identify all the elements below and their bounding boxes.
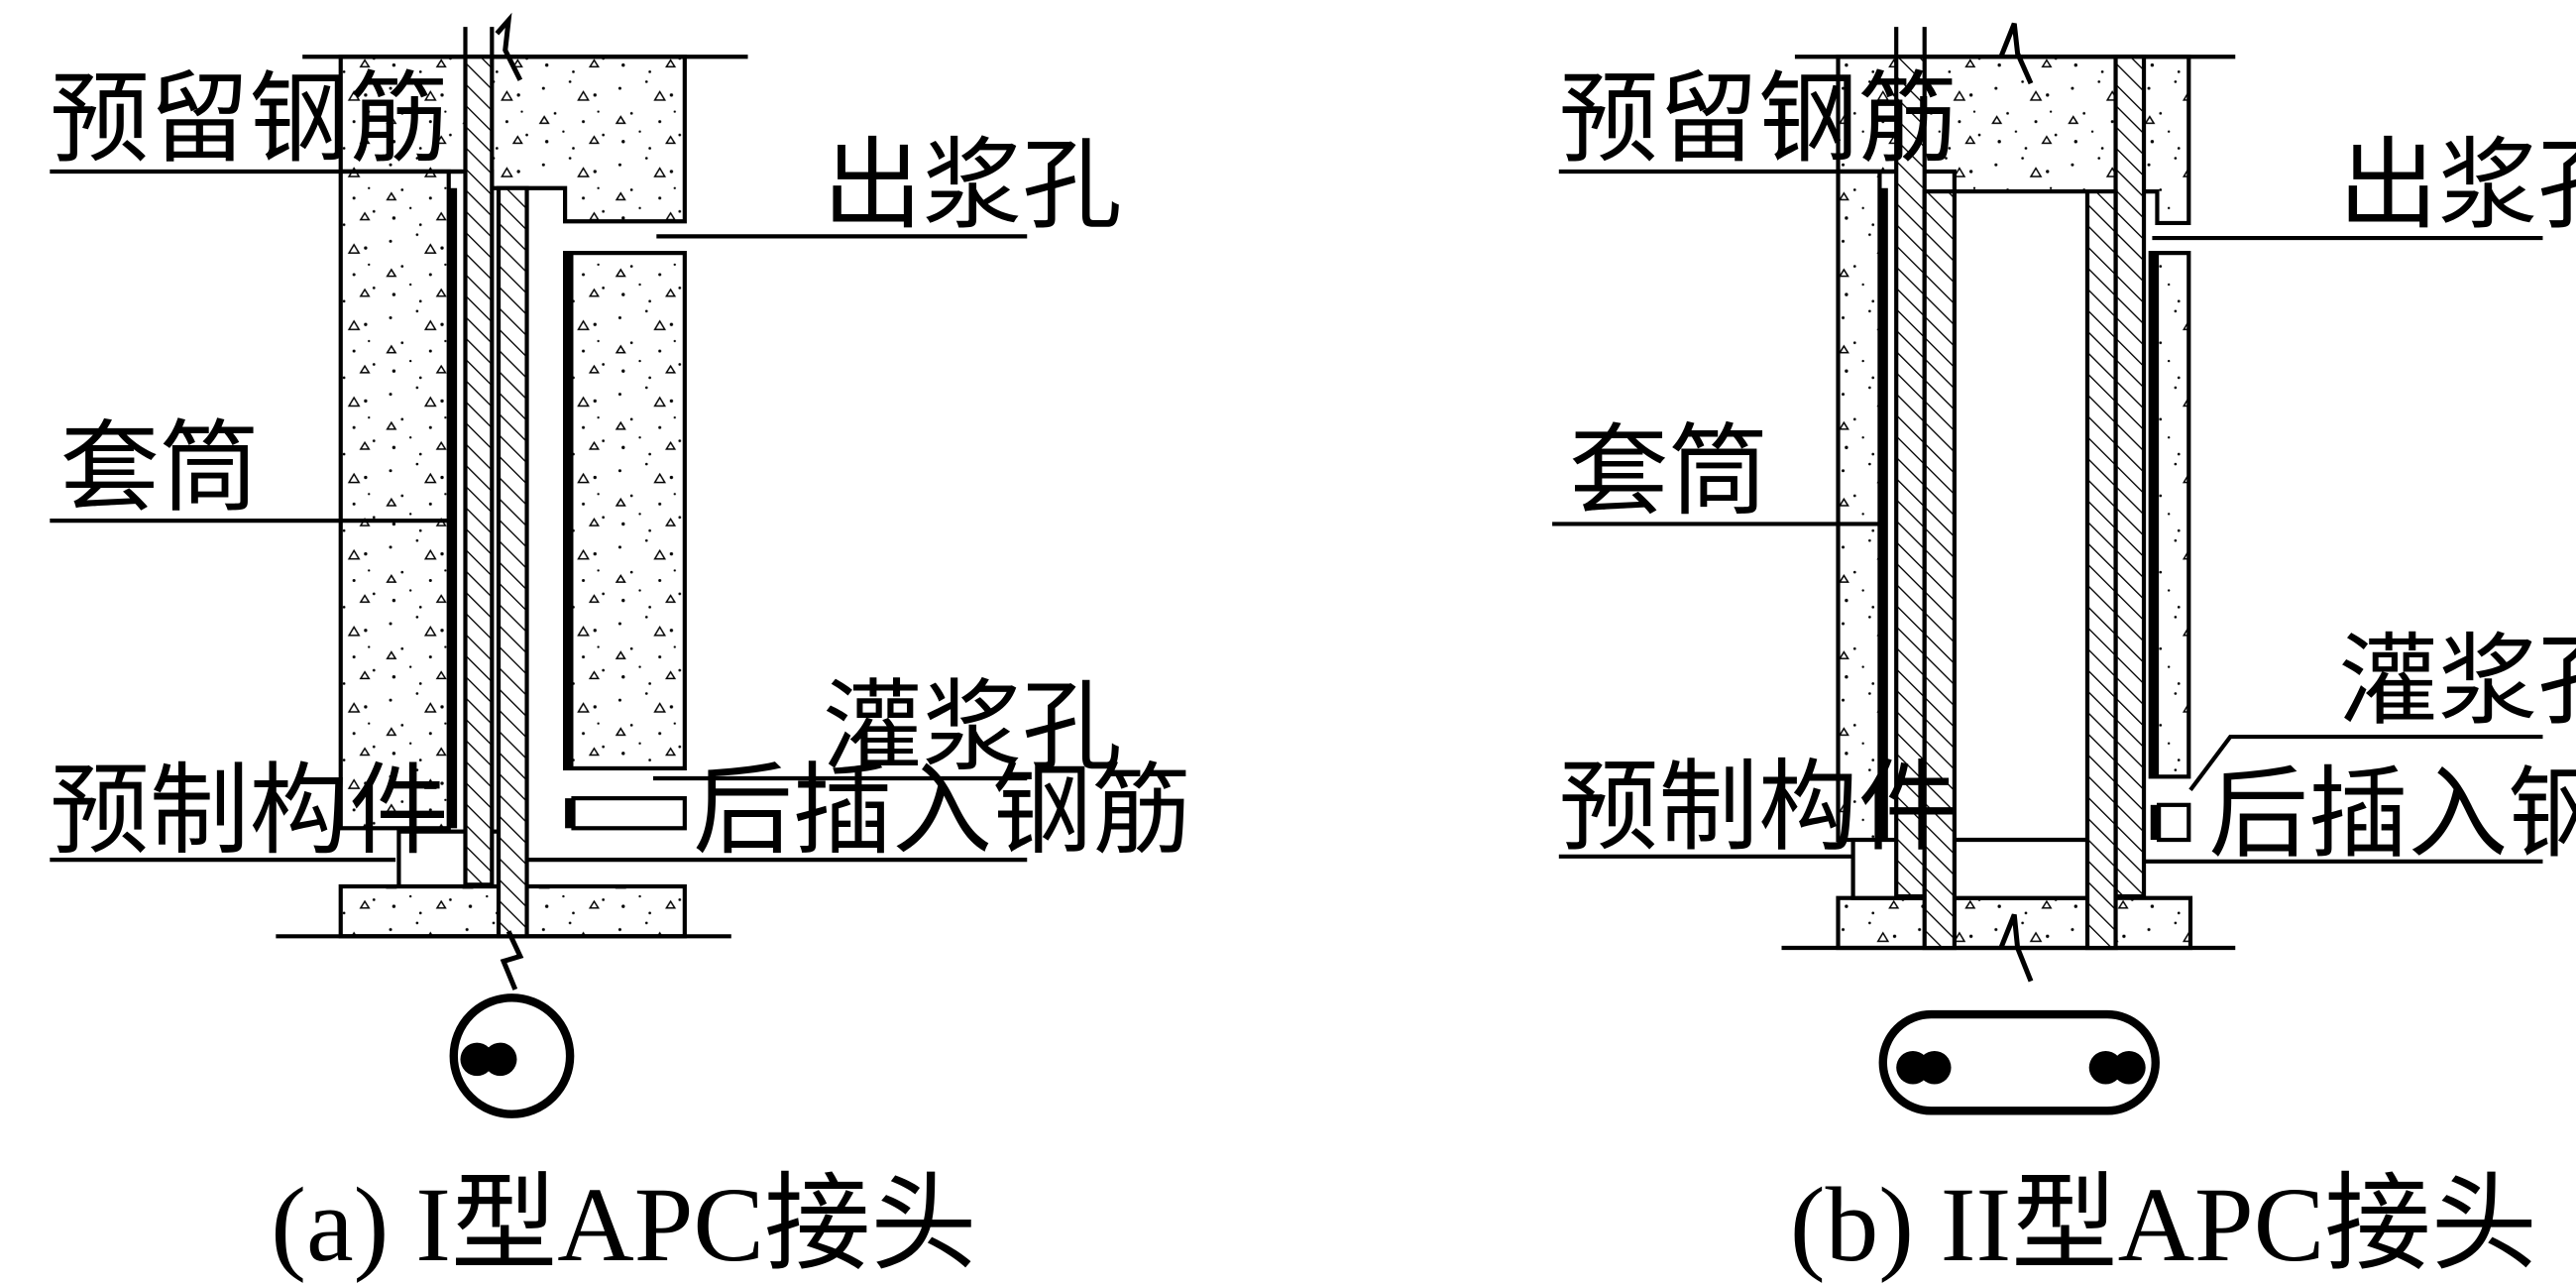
panel-b: 预留钢筋 出浆孔 套筒 灌浆孔 预制构件 后插入钢筋 (b) II型APC接头 <box>1552 22 2576 1284</box>
panel-a-sleeve <box>448 187 574 829</box>
panel-a: 预留钢筋 出浆孔 套筒 灌浆孔 预制构件 后插入钢筋 (a) I型APC接头 <box>50 12 1191 1284</box>
panel-b-section-symbol <box>1878 1009 2160 1115</box>
label-precast-member: 预制构件 <box>50 753 448 869</box>
panel-b-post-rebar <box>1922 188 2118 983</box>
caption-b: (b) II型APC接头 <box>1790 1166 2537 1284</box>
label-outlet-hole: 出浆孔 <box>823 128 1122 244</box>
panel-a-leaders <box>50 169 1028 863</box>
label-reserved-rebar: 预留钢筋 <box>50 61 448 177</box>
label-grout-hole: 灌浆孔 <box>823 669 1122 785</box>
label-reserved-rebar: 预留钢筋 <box>1559 61 1958 177</box>
panel-b-leaders <box>1552 169 2543 864</box>
label-precast-member: 预制构件 <box>1559 750 1958 866</box>
label-sleeve: 套筒 <box>1569 413 1768 529</box>
label-sleeve: 套筒 <box>59 410 259 526</box>
panel-a-section-symbol <box>449 993 575 1118</box>
panel-a-post-rebar <box>496 185 529 991</box>
panel-b-holes <box>2157 802 2191 843</box>
label-post-inserted-rebar: 后插入钢筋 <box>2208 756 2576 872</box>
panel-b-upper-member <box>1794 55 2236 843</box>
panel-a-reserved-rebar <box>463 12 523 887</box>
label-grout-hole: 灌浆孔 <box>2338 623 2576 739</box>
panel-b-sleeve <box>1879 187 2160 841</box>
panel-a-holes <box>571 796 687 831</box>
panel-a-upper-member <box>302 55 748 831</box>
label-post-inserted-rebar: 后插入钢筋 <box>693 753 1191 869</box>
caption-a: (a) I型APC接头 <box>271 1166 976 1284</box>
label-outlet-hole: 出浆孔 <box>2338 128 2576 244</box>
